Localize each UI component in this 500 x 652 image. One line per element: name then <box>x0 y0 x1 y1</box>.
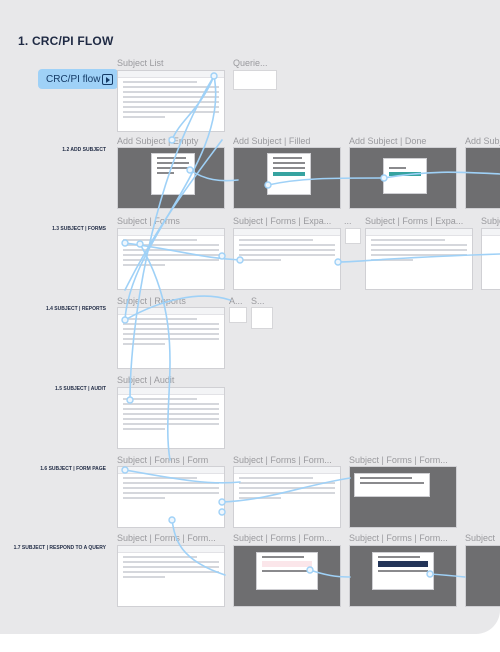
frame-respond-2[interactable] <box>233 545 341 607</box>
row-label-subject-reports: 1.4 SUBJECT | REPORTS <box>45 306 106 312</box>
frame-title-reports: Subject | Reports <box>117 296 186 306</box>
frame-title-respond-2: Subject | Forms | Form... <box>233 533 332 543</box>
frame-reports-a[interactable] <box>229 307 247 323</box>
frame-title-subject-list: Subject List <box>117 58 164 68</box>
frame-title-respond-more: Subject <box>465 533 496 543</box>
frame-form-page[interactable] <box>117 466 225 528</box>
frame-form-page-2[interactable] <box>233 466 341 528</box>
frame-title-forms: Subject | Forms <box>117 216 180 226</box>
frame-subject-list[interactable] <box>117 70 225 132</box>
play-frame-icon <box>102 73 113 85</box>
frame-add-more[interactable] <box>465 147 500 209</box>
frame-queries[interactable] <box>233 70 277 90</box>
frame-reports[interactable] <box>117 307 225 369</box>
frame-forms[interactable] <box>117 228 225 290</box>
frame-add-empty[interactable] <box>117 147 225 209</box>
frame-title-form-page-3: Subject | Forms | Form... <box>349 455 448 465</box>
frame-title-forms-expa-1: Subject | Forms | Expa... <box>233 216 332 226</box>
frame-forms-dots[interactable] <box>345 228 361 244</box>
frame-title-add-done: Add Subject | Done <box>349 136 427 146</box>
frame-title-queries: Querie... <box>233 58 268 68</box>
row-label-add-subject: 1.2 ADD SUBJECT <box>62 147 106 153</box>
frame-title-add-more: Add Subje <box>465 136 500 146</box>
frame-add-done[interactable] <box>349 147 457 209</box>
frame-title-forms-dots: ... <box>344 216 352 226</box>
row-label-respond-query: 1.7 SUBJECT | RESPOND TO A QUERY <box>13 545 106 551</box>
frame-title-audit: Subject | Audit <box>117 375 175 385</box>
frame-forms-expa-1[interactable] <box>233 228 341 290</box>
frame-title-add-empty: Add Subject | Empty <box>117 136 199 146</box>
frame-title-respond-3: Subject | Forms | Form... <box>349 533 448 543</box>
frame-title-respond-1: Subject | Forms | Form... <box>117 533 216 543</box>
frame-forms-expa-2[interactable] <box>365 228 473 290</box>
crc-pi-flow-button[interactable]: CRC/PI flow <box>38 69 118 89</box>
frame-title-add-filled: Add Subject | Filled <box>233 136 311 146</box>
frame-title-form-page: Subject | Forms | Form <box>117 455 209 465</box>
row-label-subject-forms: 1.3 SUBJECT | FORMS <box>52 226 106 232</box>
flow-board: 1. CRC/PI FLOW CRC/PI flow 1.2 ADD SUBJE… <box>0 0 500 634</box>
frame-title-form-page-2: Subject | Forms | Form... <box>233 455 332 465</box>
frame-reports-s[interactable] <box>251 307 273 329</box>
flow-button-label: CRC/PI flow <box>46 73 101 85</box>
frame-respond-3[interactable] <box>349 545 457 607</box>
frame-title-reports-s: S... <box>251 296 265 306</box>
board-title: 1. CRC/PI FLOW <box>18 34 114 48</box>
frame-add-filled[interactable] <box>233 147 341 209</box>
row-label-subject-audit: 1.5 SUBJECT | AUDIT <box>55 386 106 392</box>
row-label-subject-form-page: 1.6 SUBJECT | FORM PAGE <box>40 466 106 472</box>
frame-form-page-3[interactable] <box>349 466 457 528</box>
frame-title-forms-expa-2: Subject | Forms | Expa... <box>365 216 464 226</box>
frame-title-forms-more: Subje <box>481 216 500 226</box>
frame-title-reports-a: A... <box>229 296 243 306</box>
frame-forms-more[interactable] <box>481 228 500 290</box>
frame-audit[interactable] <box>117 387 225 449</box>
frame-respond-1[interactable] <box>117 545 225 607</box>
frame-respond-more[interactable] <box>465 545 500 607</box>
